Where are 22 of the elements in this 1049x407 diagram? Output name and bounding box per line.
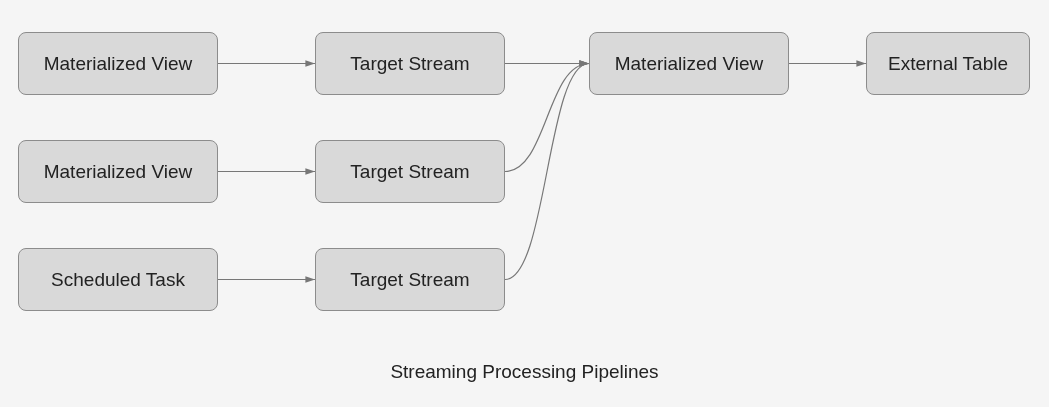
process-box bbox=[18, 248, 218, 311]
process-box bbox=[315, 248, 505, 311]
node-label: Materialized View bbox=[614, 52, 764, 75]
process-box bbox=[866, 32, 1030, 95]
node-label: External Table bbox=[887, 52, 1009, 75]
arrow bbox=[788, 60, 867, 67]
arrow bbox=[504, 62, 590, 281]
process-box bbox=[18, 32, 218, 95]
arrow bbox=[217, 168, 316, 175]
node-label: Materialized View bbox=[43, 160, 193, 183]
diagram-caption: Streaming Processing Pipelines bbox=[389, 361, 660, 383]
process-box bbox=[589, 32, 789, 95]
node-label: Target Stream bbox=[350, 160, 470, 183]
process-box bbox=[315, 32, 505, 95]
node-label: Target Stream bbox=[350, 52, 470, 75]
arrow bbox=[217, 276, 316, 283]
arrow bbox=[217, 60, 316, 67]
node-label: Target Stream bbox=[350, 268, 470, 291]
node-label: Scheduled Task bbox=[51, 268, 185, 291]
node-label: Materialized View bbox=[43, 52, 193, 75]
process-box bbox=[315, 140, 505, 203]
process-box bbox=[18, 140, 218, 203]
